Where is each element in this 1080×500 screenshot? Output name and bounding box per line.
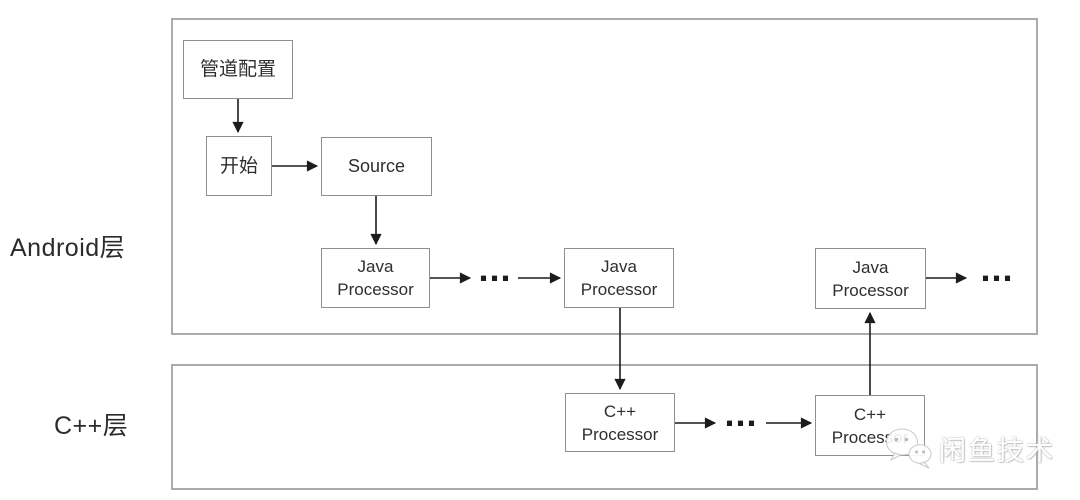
android-layer-label: Android层 — [10, 234, 126, 262]
node-pipe-config: 管道配置 — [183, 40, 293, 99]
wechat-icon — [886, 428, 932, 469]
node-start: 开始 — [206, 136, 272, 196]
node-source: Source — [321, 137, 432, 196]
node-cpp-processor-1: C++ Processor — [565, 393, 675, 452]
watermark: 闲鱼技术 — [884, 426, 1055, 470]
node-java-processor-3: Java Processor — [815, 248, 926, 309]
node-java-processor-2: Java Processor — [564, 248, 674, 308]
cpp-layer-label: C++层 — [54, 412, 129, 440]
watermark-text: 闲鱼技术 — [939, 435, 1055, 466]
node-java-processor-1: Java Processor — [321, 248, 430, 308]
